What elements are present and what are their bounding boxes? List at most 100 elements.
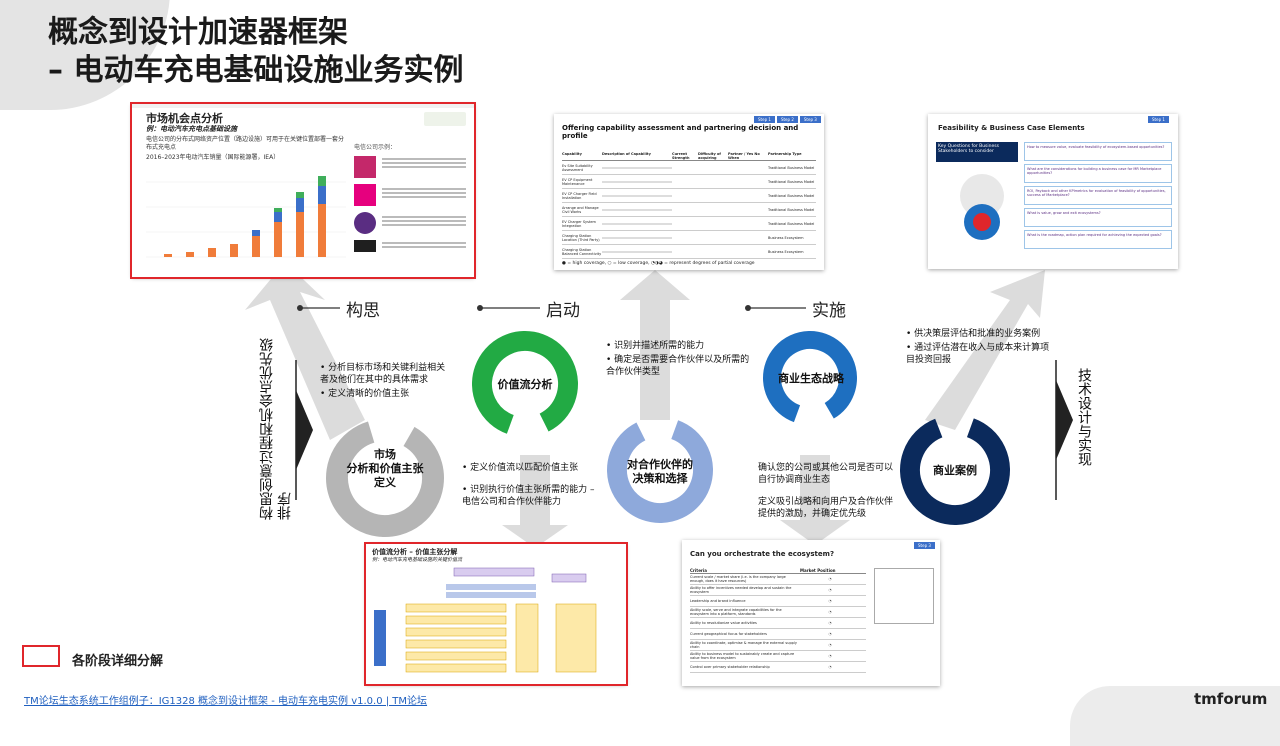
footer-link[interactable]: TM论坛生态系统工作组例子：IG1328 概念到设计框架 - 电动车充电实例 v… (24, 696, 428, 707)
thumb-market-telco-title: 电信公司示例： (354, 144, 397, 151)
thumb-orchestrate[interactable]: Step 3 Can you orchestrate the ecosystem… (682, 540, 940, 686)
thumb-market-title: 市场机会点分析 (146, 112, 223, 125)
thumb-orch-step: Step 3 (914, 542, 935, 549)
telco-logo-4 (354, 240, 376, 252)
thumb-market-subtitle: 例：电动汽车充电点基础设施 (146, 125, 237, 133)
thumb-value-stream[interactable]: 价值流分析 – 价值主张分解 例：电动汽车充电基础设施的关键价值流 (364, 542, 628, 686)
bullet-item: • 通过评估潜在收入与成本来计算项目投资回报 (906, 343, 1050, 365)
thumb-feasibility-step: Step 1 (1148, 116, 1169, 123)
thumb-market-analysis[interactable]: 市场机会点分析 例：电动汽车充电点基础设施 电信公司的分布式网络资产位置（路边设… (130, 102, 476, 279)
bullet-item: • 确定是否需要合作伙伴以及所需的合作伙伴类型 (606, 355, 750, 377)
telco-desc-4 (382, 242, 466, 244)
right-side-label: 技术设计与实现 (1076, 368, 1092, 466)
bullets-ecosystem: 确认您的公司或其他公司是否可以自行协调商业生态 定义吸引战略和向用户及合作伙伴提… (758, 462, 893, 522)
thumb-market-chart (146, 176, 346, 258)
table-row: Charging Station Location (Third Party)B… (562, 231, 816, 245)
bullet-item: 定义吸引战略和向用户及合作伙伴提供的激励，并确定优先级 (758, 497, 894, 519)
legend-red-box (22, 645, 60, 667)
table-row: Ability scale, serve and integrate capab… (690, 607, 866, 618)
question-item: ROI, Payback and other KPImetrics for ev… (1024, 186, 1172, 205)
ring-label-partner: 对合作伙伴的决策和选择 (627, 458, 693, 485)
table-row: Ability to revolutionize value activitie… (690, 618, 866, 629)
step-chip: Step 2 (776, 116, 798, 123)
thumb-offering-table: Capability Description of Capability Cur… (562, 152, 816, 259)
arrow-to-feasibility (925, 270, 1045, 430)
telco-desc-3 (382, 216, 466, 218)
telco-logo-1 (354, 156, 376, 178)
thumb-feasibility-venn (960, 174, 1004, 240)
ring-diagram (326, 331, 1010, 537)
thumb-market-text: 电信公司的分布式网络资产位置（路边设施）可用于在关键位置部署一套分布式充电点 (146, 136, 345, 151)
thumb-feasibility-title: Feasibility & Business Case Elements (938, 124, 1085, 132)
thumb-market-chart-title: 2016–2023年电动汽车销量（国际能源署，IEA） (146, 154, 280, 161)
bullet-item: • 识别并描述所需的能力 (606, 341, 705, 351)
question-item: How to measure value, evaluate feasibili… (1024, 142, 1172, 161)
ring-label-market: 市场 分析和价值主张 定义 (346, 448, 424, 489)
ring-ecosystem (763, 331, 857, 425)
orch-header: Criteria Market Position (690, 568, 866, 574)
step-chip: Step 1 (754, 116, 775, 123)
thumb-feasibility-key: Key Questions for Business Stakeholders … (936, 142, 1018, 162)
bullet-item: • 定义价值流以匹配价值主张 (462, 463, 579, 473)
table-row: Ability to business model to sustainably… (690, 651, 866, 662)
telco-logo-3 (354, 212, 376, 234)
flow-arrows (245, 262, 1073, 548)
table-row: Current scale / market share (i.e. is th… (690, 574, 866, 585)
ring-label-valuestream: 价值流分析 (497, 378, 553, 391)
arrow-to-offering (620, 270, 690, 420)
tmforum-logo: tmforum (1194, 690, 1268, 708)
ring-business-case (900, 415, 1010, 525)
bullet-item: • 识别执行价值主张所需的能力 – 电信公司和合作伙伴能力 (462, 485, 595, 507)
table-row: Current geographical focus for stakehold… (690, 629, 866, 640)
thumb-offering-steps: Step 1 Step 2 Step 3 (754, 116, 821, 123)
thumb-offering-title: Offering capability assessment and partn… (562, 124, 799, 140)
title-line-1: 概念到设计加速器框架 (48, 15, 348, 50)
ring-market (326, 419, 444, 537)
title-line-2: – 电动车充电基础设施业务实例 (48, 53, 464, 88)
bullets-valuestream: • 定义价值流以匹配价值主张 • 识别执行价值主张所需的能力 – 电信公司和合作… (462, 462, 602, 510)
thumb-vs-title: 价值流分析 – 价值主张分解 (372, 548, 458, 556)
table-row: Leadership and brand influence◔ (690, 596, 866, 607)
thumb-vs-diagram (374, 567, 597, 673)
table-row: Ability to coordinate, optimise & manage… (690, 640, 866, 651)
step-chip: Step 3 (799, 116, 821, 123)
thumb-orch-sidenote (874, 568, 934, 624)
ring-label-business-case: 商业案例 (933, 464, 977, 477)
ring-valuestream (472, 331, 578, 437)
ring-label-ecosystem: 商业生态战略 (778, 372, 844, 385)
arrow-to-valuestream (502, 455, 568, 548)
bullet-item: • 供决策层评估和批准的业务案例 (906, 329, 1041, 339)
bullets-market: • 分析目标市场和关键利益相关者及他们在其中的具体需求 • 定义清晰的价值主张 (320, 362, 450, 402)
telco-logo-2 (354, 184, 376, 206)
thumb-orch-title: Can you orchestrate the ecosystem? (690, 550, 834, 558)
thumb-vs-subtitle: 例：电动汽车充电基础设施的关键价值流 (372, 557, 463, 563)
question-item: What is the roadmap, action plan require… (1024, 230, 1172, 249)
thumb-offering-legend: ● = high coverage, ○ = low coverage, ◔◑◕… (562, 261, 755, 266)
bullet-item: 确认您的公司或其他公司是否可以自行协调商业生态 (758, 463, 894, 485)
question-item: What are the considerations for building… (1024, 164, 1172, 183)
bullets-business-case: • 供决策层评估和批准的业务案例 • 通过评估潜在收入与成本来计算项目投资回报 (906, 328, 1051, 368)
bullets-capability: • 识别并描述所需的能力 • 确定是否需要合作伙伴以及所需的合作伙伴类型 (606, 340, 756, 380)
stage-concept: 构思 (340, 296, 386, 321)
table-row: Control over primary stakeholder relatio… (690, 662, 866, 673)
stage-launch: 启动 (540, 296, 586, 321)
question-item: What is value, grow and exit ecosystems? (1024, 208, 1172, 227)
thumb-offering-capability[interactable]: Step 1 Step 2 Step 3 Offering capability… (554, 114, 824, 270)
thumb-market-logos (424, 112, 466, 126)
table-row: Ability to offer incentives needed devel… (690, 585, 866, 596)
thumb-feasibility-questions: How to measure value, evaluate feasibili… (1024, 142, 1172, 249)
thumb-orch-table: Criteria Market Position Current scale /… (690, 568, 866, 673)
table-header: Capability Description of Capability Cur… (562, 152, 816, 161)
arrow-to-market (245, 262, 365, 440)
thumb-feasibility[interactable]: Step 1 Feasibility & Business Case Eleme… (928, 114, 1178, 269)
page-title: 概念到设计加速器框架 – 电动车充电基础设施业务实例 (48, 14, 463, 90)
arrow-to-orchestrate (780, 455, 850, 545)
bullet-item: • 定义清晰的价值主张 (320, 389, 410, 399)
telco-desc-1 (382, 158, 466, 160)
